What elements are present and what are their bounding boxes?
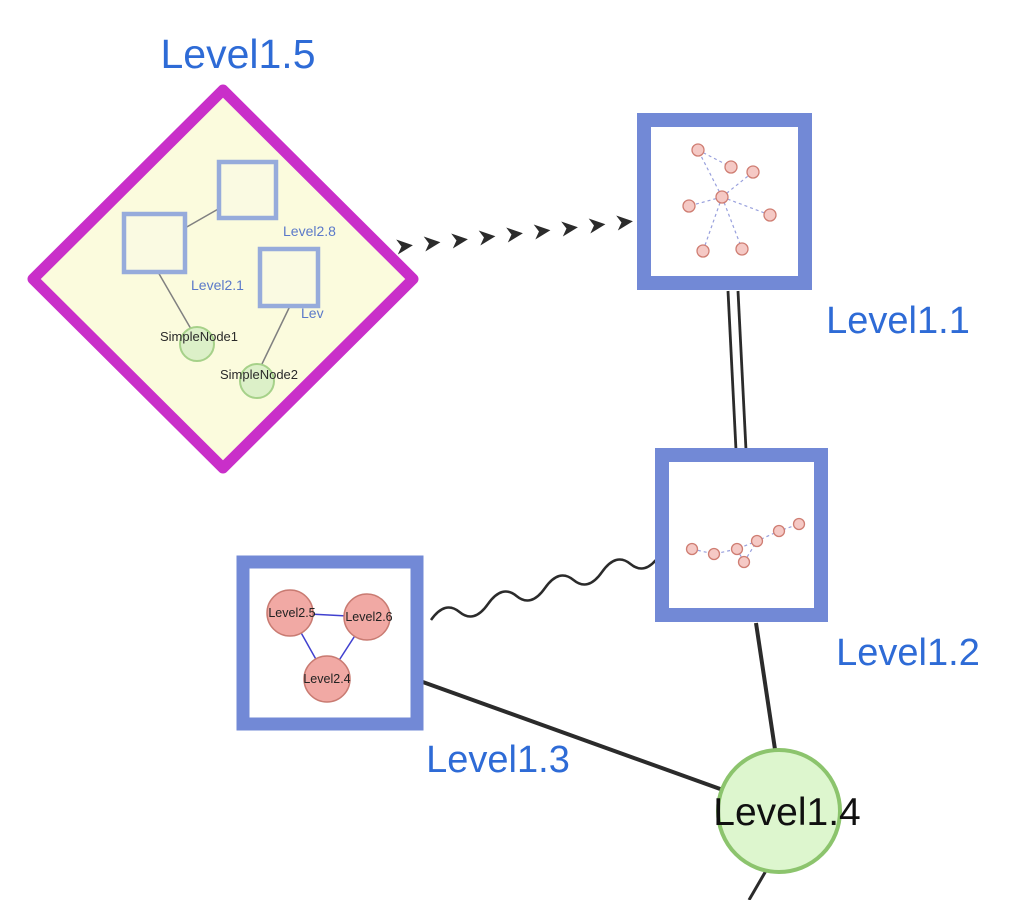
arrow-dash-icon (533, 222, 552, 240)
arrow-dash-icon (451, 231, 469, 249)
node-level1-2: Level1.2 (655, 448, 980, 674)
arrow-dash-icon (561, 219, 579, 237)
inner-node-level2-6[interactable] (343, 593, 391, 641)
mini-node (707, 547, 721, 561)
edge-level12-to-level14[interactable] (754, 622, 778, 757)
inner-node-label: Lev (301, 305, 324, 321)
node-level1-1: Level1.1 (637, 113, 970, 342)
node-label-level1-2: Level1.2 (836, 632, 980, 674)
mini-edge (721, 196, 771, 216)
node-level1-3: Level2.5 Level2.6 Level2.4 Level1.3 (236, 555, 570, 781)
inner-edge-sq21-simplenode1[interactable] (157, 271, 192, 330)
edge-level14-offscreen[interactable] (747, 868, 769, 900)
node-level1-1-shape[interactable] (637, 113, 812, 290)
double-line-right (736, 290, 748, 451)
mini-node (715, 190, 729, 204)
double-line-left (726, 290, 738, 451)
node-label-level1-4: Level1.4 (713, 791, 860, 834)
edge-level13-to-level14[interactable] (419, 679, 749, 801)
mini-node (763, 208, 777, 222)
mini-node (746, 165, 760, 179)
inner-node-label: Level2.8 (283, 223, 336, 239)
mini-graph-level1-1 (682, 143, 777, 258)
arrow-dash-icon (616, 213, 634, 231)
arrow-dash-icon (588, 216, 607, 234)
node-label-level1-5: Level1.5 (160, 31, 315, 77)
mini-node (792, 517, 806, 531)
arrow-dash-icon (396, 237, 414, 255)
node-label-level1-1: Level1.1 (826, 300, 970, 342)
arrow-dash-icon (506, 225, 524, 243)
mini-edge (697, 149, 723, 198)
inner-node-simplenode2[interactable] (239, 363, 275, 399)
mini-node (730, 542, 744, 556)
arrow-dash-icon (423, 234, 442, 252)
inner-node-label: SimpleNode1 (160, 329, 238, 344)
node-label-level1-3: Level1.3 (426, 739, 570, 781)
node-level1-4-shape[interactable] (716, 748, 842, 874)
edge-level15-to-level11[interactable] (396, 213, 634, 255)
inner-node-level2-lev[interactable] (257, 246, 321, 309)
inner-node-label: Level2.5 (268, 606, 315, 620)
node-level1-5: Level2.8 Level2.1 Lev SimpleNode1 Simple… (27, 31, 419, 474)
arrow-dash-icon (478, 228, 497, 246)
mini-node (750, 534, 764, 548)
node-level1-4: Level1.4 (713, 748, 861, 874)
inner-edge-sq21-sq28[interactable] (184, 207, 221, 229)
mini-graph-level1-3: Level2.5 Level2.6 Level2.4 (266, 589, 393, 703)
inner-node-label: SimpleNode2 (220, 367, 298, 382)
inner-node-level2-1[interactable] (121, 211, 188, 275)
mini-node (682, 199, 696, 213)
edge-level13-to-level12[interactable] (429, 555, 661, 621)
inner-node-level2-5[interactable] (266, 589, 314, 637)
inner-node-label: Level2.4 (303, 672, 350, 686)
inner-node-label: Level2.1 (191, 277, 244, 293)
mini-node (772, 524, 786, 538)
mini-node (696, 244, 710, 258)
mini-graph-level1-2 (685, 517, 806, 569)
edge-level11-to-level12[interactable] (726, 290, 748, 451)
node-level1-2-shape[interactable] (655, 448, 828, 622)
mini-node (735, 242, 749, 256)
node-level1-5-shape[interactable] (27, 84, 419, 474)
mini-node (691, 143, 705, 157)
inner-node-label: Level2.6 (345, 610, 392, 624)
mini-node (724, 160, 738, 174)
inner-edge-sqlev-simplenode2[interactable] (260, 305, 291, 367)
inner-node-level2-4[interactable] (303, 655, 351, 703)
inner-node-simplenode1[interactable] (179, 326, 215, 362)
inner-node-level2-8[interactable] (216, 159, 279, 221)
mini-node (737, 555, 751, 569)
mini-node (685, 542, 699, 556)
